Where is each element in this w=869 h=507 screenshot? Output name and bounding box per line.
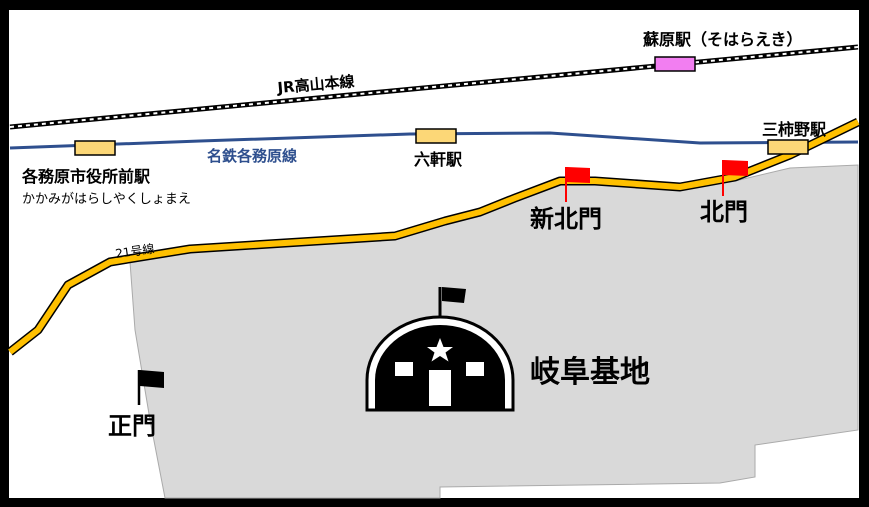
- station-marker-mikakino: [767, 139, 809, 155]
- station-marker-kakamigahara-shiyakusho: [74, 140, 116, 156]
- main-gate-flag-icon: [137, 370, 164, 405]
- main-gate-label: 正門: [108, 412, 156, 440]
- route-21-label: 21号線: [114, 241, 155, 261]
- station-label-sohara: 蘇原駅（そはらえき）: [642, 30, 803, 49]
- route-21-road-fill: [8, 119, 860, 355]
- shin-kita-gate-flag-icon: [565, 167, 590, 202]
- station-label-rokken: 六軒駅: [414, 150, 463, 169]
- hangar-icon: [365, 287, 515, 412]
- meitetsu-line: [9, 131, 859, 150]
- kita-gate-flag-icon: [722, 160, 748, 196]
- base-label: 岐阜基地: [530, 355, 650, 390]
- station-marker-sohara: [654, 56, 696, 72]
- station-label-kakamigahara-shiyakusho: 各務原市役所前駅: [21, 167, 151, 186]
- station-reading-kakamigahara-shiyakusho: かかみがはらしやくしょまえ: [22, 192, 191, 207]
- shin-kita-gate-label: 新北門: [530, 205, 602, 233]
- station-label-mikakino: 三柿野駅: [762, 120, 827, 139]
- kita-gate-label: 北門: [700, 198, 748, 226]
- meitetsu-line-label: 名鉄各務原線: [207, 147, 297, 165]
- station-marker-rokken: [415, 128, 457, 144]
- jr-line-dash: [9, 46, 859, 128]
